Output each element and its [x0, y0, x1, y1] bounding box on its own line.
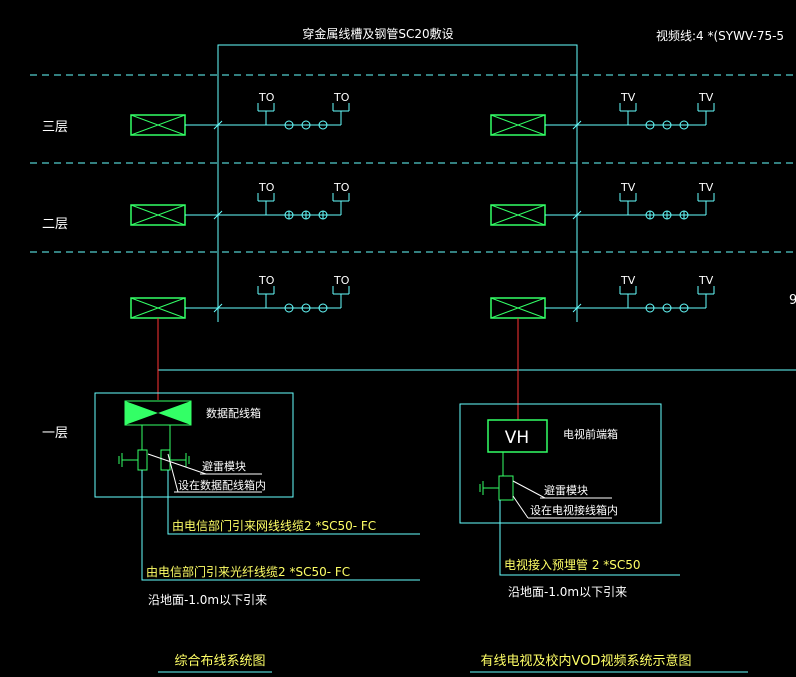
tv-cabinet-title: 电视前端箱 — [563, 427, 618, 441]
ellipsis-dot-icon — [301, 303, 311, 313]
floor-dividers — [30, 74, 796, 253]
vh-headend-box — [487, 419, 548, 453]
data-floor-row: TO TO — [130, 274, 350, 319]
ellipsis-dot-icon — [301, 120, 311, 130]
ellipsis-dot-icon — [662, 120, 672, 130]
ellipsis-dot-icon — [284, 303, 294, 313]
data-outlet-label: TO — [333, 91, 350, 104]
tv-outlet-label: TV — [620, 91, 636, 104]
data-floor-group: TO TO TO TO TO TO — [130, 91, 350, 319]
floor-label-2: 二层 — [42, 217, 68, 232]
tv-cable-label: 电视接入预埋管 2 *SC50 — [504, 557, 641, 572]
floor-label-1: 一层 — [42, 426, 68, 441]
tv-floor-row: TV TV — [490, 181, 715, 226]
tv-cabinet: VH 电视前端箱 避雷模块 设在电视接线箱内 电视接入预埋管 2 *SC50 沿… — [459, 403, 680, 599]
tv-surge-label: 避雷模块 — [544, 483, 588, 497]
data-outlet-label: TO — [258, 274, 275, 287]
ellipsis-dot-icon — [662, 303, 672, 313]
tv-outlet-label: TV — [620, 274, 636, 287]
floor-label-3: 三层 — [42, 120, 68, 135]
data-surge-label: 避雷模块 — [202, 459, 246, 473]
data-floor-row: TO TO — [130, 91, 350, 136]
edge-mark: 9 — [789, 293, 796, 308]
tv-surge-module-icon — [479, 452, 514, 501]
tv-outlet-label: TV — [698, 274, 714, 287]
left-diagram-title: 综合布线系统图 — [174, 654, 265, 669]
cable-fiber-label: 由电信部门引来光纤线缆2 *SC50- FC — [146, 564, 350, 579]
data-surge-note: 设在数据配线箱内 — [178, 478, 266, 492]
data-outlet-label: TO — [333, 274, 350, 287]
tv-floor-row: TV TV — [490, 274, 715, 319]
ellipsis-dot-icon — [318, 303, 328, 313]
patch-panel-icon — [125, 401, 158, 425]
tv-surge-note: 设在电视接线箱内 — [530, 503, 618, 517]
trunk-note: 穿金属线槽及钢管SC20敷设 — [302, 26, 453, 41]
data-floor-row: TO TO — [130, 181, 350, 226]
tv-outlet-label: TV — [620, 181, 636, 194]
tv-outlet-label: TV — [698, 91, 714, 104]
ellipsis-dot-icon — [679, 120, 689, 130]
video-note: 视频线:4 *(SYWV-75-5 — [656, 28, 784, 43]
risers — [157, 318, 519, 420]
cable-network-label: 由电信部门引来网线线缆2 *SC50- FC — [172, 518, 376, 533]
surge-module-icon — [118, 425, 190, 471]
data-cabinet: 数据配线箱 避雷模块 设在数据配线箱内 由电信部门引来网线线缆2 * — [94, 392, 420, 607]
tv-route-note: 沿地面-1.0m以下引来 — [508, 585, 627, 599]
data-outlet-label: TO — [333, 181, 350, 194]
tv-floor-group: TV TV TV TV TV TV — [490, 91, 715, 319]
vh-box-text: VH — [505, 428, 529, 448]
ellipsis-dot-icon — [645, 303, 655, 313]
ellipsis-dot-icon — [645, 120, 655, 130]
ellipsis-dot-icon — [318, 120, 328, 130]
tv-outlet-label: TV — [698, 181, 714, 194]
data-outlet-label: TO — [258, 91, 275, 104]
data-route-note: 沿地面-1.0m以下引来 — [148, 593, 267, 607]
ellipsis-dot-icon — [679, 303, 689, 313]
data-outlet-label: TO — [258, 181, 275, 194]
ellipsis-dot-icon — [284, 120, 294, 130]
right-diagram-title: 有线电视及校内VOD视频系统示意图 — [481, 653, 692, 669]
trunk-lines — [158, 44, 796, 371]
tv-floor-row: TV TV — [490, 91, 715, 136]
data-cabinet-title: 数据配线箱 — [206, 406, 261, 420]
